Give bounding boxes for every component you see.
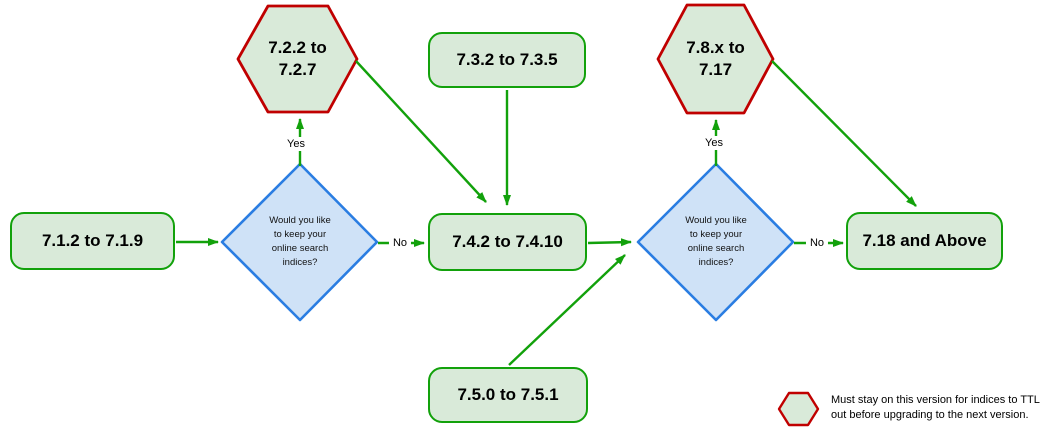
edge-label-yes-2: Yes [701,136,727,150]
legend-caption-line1: Must stay on this version for indices to… [831,394,1040,406]
legend-caption: Must stay on this version for indices to… [831,393,1040,424]
edge-label-yes-1: Yes [283,137,309,151]
edge-750-to-decision2 [508,254,626,366]
node-742-7410-label: 7.4.2 to 7.4.10 [452,232,563,251]
node-712-719-label: 7.1.2 to 7.1.9 [41,231,144,250]
legend-caption-line2: out before upgrading to the next version… [831,409,1029,422]
node-750-751: 7.5.0 to 7.5.1 [428,367,588,423]
node-712-719: 7.1.2 to 7.1.9 [10,212,175,270]
node-732-735: 7.3.2 to 7.3.5 [428,32,586,88]
legend-hexagon-icon [777,391,820,427]
node-718-and-above-label: 7.18 and Above [862,231,987,250]
edge-742-to-decision2 [587,238,632,247]
edge-label-no-2: No [805,236,829,250]
hexagon-node-722-727 [236,4,359,114]
node-732-735-label: 7.3.2 to 7.3.5 [456,50,558,69]
edge-label-no-1: No [388,236,412,250]
edge-722-to-742 [355,60,487,203]
decision-diamond-2 [636,162,795,322]
decision-diamond-1 [220,162,379,322]
edge-78x-to-718 [771,60,917,207]
node-750-751-label: 7.5.0 to 7.5.1 [457,385,559,404]
node-718-and-above: 7.18 and Above [846,212,1003,270]
hexagon-node-78x-717 [656,3,775,115]
node-742-7410: 7.4.2 to 7.4.10 [428,213,587,271]
